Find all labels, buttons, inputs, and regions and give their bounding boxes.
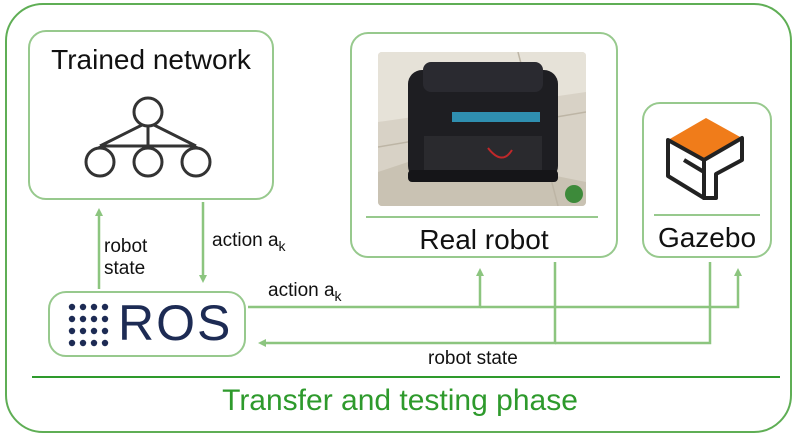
ros-dots-icon <box>68 303 109 347</box>
action-label-mid: action ak <box>268 280 342 304</box>
action-label-mid-text: action a <box>268 280 335 301</box>
arrow-robot-state-from-gazebo <box>555 262 712 345</box>
trained-network-title: Trained network <box>51 44 251 75</box>
outer-frame <box>5 3 792 433</box>
action-label-top-subscript: k <box>278 237 286 254</box>
gazebo-label: Gazebo <box>657 222 757 253</box>
arrow-action-to-robot <box>248 268 484 309</box>
neural-network-tree-icon <box>84 96 212 178</box>
action-label-top: action ak <box>212 230 286 254</box>
phase-label: Transfer and testing phase <box>222 384 578 417</box>
ros-label: ROS <box>118 295 233 351</box>
action-label-top-text: action a <box>212 230 279 251</box>
arrow-action-to-gazebo <box>480 268 742 309</box>
action-label-mid-subscript: k <box>334 287 342 304</box>
robot-state-label-bottom: robot state <box>428 348 518 369</box>
gazebo-logo <box>666 118 744 200</box>
robot-photo-divider <box>366 216 598 218</box>
real-robot-label: Real robot <box>419 224 549 255</box>
robot-state-label-left-line2: state <box>104 258 146 279</box>
phase-divider <box>32 376 780 378</box>
robot-state-label-left-line1: robot <box>104 236 148 257</box>
gazebo-logo-divider <box>654 214 760 216</box>
robot-photo <box>378 52 586 206</box>
ros-box <box>48 291 246 357</box>
arrow-robot-state-from-robot <box>258 262 557 347</box>
